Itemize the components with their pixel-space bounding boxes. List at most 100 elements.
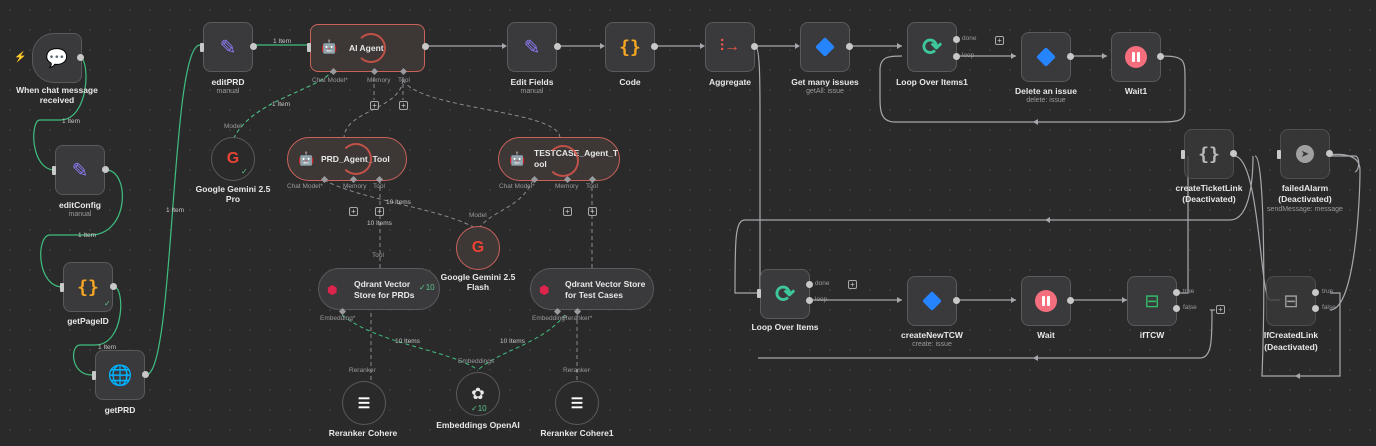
input-port[interactable] xyxy=(1181,150,1185,159)
output-port[interactable] xyxy=(422,43,429,50)
get-prd-label: getPRD xyxy=(104,405,136,415)
ai-agent-node[interactable]: 🤖 AI Agent xyxy=(310,24,425,72)
aggregate-node[interactable]: ⫶→ xyxy=(705,22,755,72)
output-port[interactable] xyxy=(651,43,658,50)
edit-config-sub: manual xyxy=(68,211,92,218)
output-port[interactable] xyxy=(554,43,561,50)
chat-trigger-node[interactable]: 💬 xyxy=(32,33,82,83)
jira-icon xyxy=(815,37,835,57)
success-check-icon: ✓ xyxy=(241,167,248,176)
add-tool-button[interactable]: + xyxy=(375,207,384,216)
output-port-done[interactable] xyxy=(806,281,813,288)
output-port[interactable] xyxy=(142,371,149,378)
input-port[interactable] xyxy=(757,289,761,298)
loop-over-items1-node[interactable]: ⟳ xyxy=(907,22,957,72)
create-new-tcw-node[interactable] xyxy=(907,276,957,326)
port-label-tool: Tool xyxy=(398,77,410,84)
output-port-true[interactable] xyxy=(1312,289,1319,296)
port-label-tool: Tool xyxy=(586,183,598,190)
wait1-node[interactable] xyxy=(1111,32,1161,82)
code-node[interactable]: {} xyxy=(605,22,655,72)
input-port[interactable] xyxy=(60,283,64,292)
output-port[interactable] xyxy=(250,43,257,50)
add-node-button[interactable]: + xyxy=(848,280,857,289)
output-port[interactable] xyxy=(1067,297,1074,304)
get-prd-node[interactable]: 🌐 xyxy=(95,350,145,400)
if-tcw-node[interactable]: ⊟ xyxy=(1127,276,1177,326)
braces-icon: {} xyxy=(619,36,641,58)
add-node-button[interactable]: + xyxy=(995,36,1004,45)
prd-agent-tool-node[interactable]: 🤖 PRD_Agent_Tool xyxy=(287,137,407,181)
true-label: true xyxy=(1322,288,1334,295)
gemini-pro-label-1: Google Gemini 2.5 xyxy=(195,184,271,194)
embeddings-openai-node[interactable]: ✿ xyxy=(456,372,500,416)
output-port[interactable] xyxy=(1230,150,1237,157)
input-port[interactable] xyxy=(1277,150,1281,159)
if-created-link-label-1: IfCreatedLink xyxy=(1263,330,1319,340)
add-node-button[interactable]: + xyxy=(1216,305,1225,314)
loop-arrows-icon: ⟳ xyxy=(921,33,943,61)
output-port-loop[interactable] xyxy=(806,297,813,304)
get-many-issues-node[interactable] xyxy=(800,22,850,72)
get-page-id-node[interactable]: {} xyxy=(63,262,113,312)
add-memory-button[interactable]: + xyxy=(563,207,572,216)
output-port[interactable] xyxy=(1326,150,1333,157)
output-port[interactable] xyxy=(77,54,84,61)
input-port[interactable] xyxy=(92,371,96,380)
wait-node[interactable] xyxy=(1021,276,1071,326)
gemini-pro-node[interactable]: G xyxy=(211,137,255,181)
edit-prd-sub: manual xyxy=(216,88,240,95)
done-label: done xyxy=(815,280,830,287)
openai-icon: ✿ xyxy=(471,386,485,403)
success-badge: ✓10 xyxy=(419,283,435,292)
output-port[interactable] xyxy=(102,166,109,173)
reranker-cohere-node[interactable]: ☰ xyxy=(342,381,386,425)
edit-prd-node[interactable]: ✎ xyxy=(203,22,253,72)
chat-bubbles-icon: 💬 xyxy=(45,47,69,68)
output-port-loop[interactable] xyxy=(953,53,960,60)
add-tool-button[interactable]: + xyxy=(588,207,597,216)
input-port[interactable] xyxy=(200,43,204,52)
qdrant-prds-node[interactable]: ⬢ Qdrant Vector Store for PRDs ✓10 xyxy=(318,268,440,310)
edit-fields-node[interactable]: ✎ xyxy=(507,22,557,72)
output-port-true[interactable] xyxy=(1173,289,1180,296)
pencil-icon: ✎ xyxy=(523,36,541,59)
reranker-cohere1-node[interactable]: ☰ xyxy=(555,381,599,425)
robot-icon: 🤖 xyxy=(509,151,526,166)
lightning-icon: ⚡ xyxy=(14,52,27,63)
edit-config-label: editConfig xyxy=(58,200,102,210)
edge-count: 10 Items xyxy=(386,199,411,206)
output-port[interactable] xyxy=(846,43,853,50)
if-branch-icon: ⊟ xyxy=(1144,290,1160,311)
add-tool-button[interactable]: + xyxy=(399,101,408,110)
create-ticket-link-node[interactable]: {} xyxy=(1184,129,1234,179)
failed-alarm-node[interactable]: ➤ xyxy=(1280,129,1330,179)
port-label-embedding: Embedding* xyxy=(532,315,568,322)
if-created-link-node[interactable]: ⊟ xyxy=(1266,276,1316,326)
delete-issue-label: Delete an issue xyxy=(1015,86,1077,96)
edit-config-node[interactable]: ✎ xyxy=(55,145,105,195)
input-port[interactable] xyxy=(52,166,56,175)
testcase-agent-tool-node[interactable]: 🤖 TESTCASE_Agent_T ool xyxy=(498,137,620,181)
port-label-memory: Memory xyxy=(367,77,391,84)
qdrant-prds-label-1: Qdrant Vector xyxy=(354,279,411,289)
add-memory-button[interactable]: + xyxy=(349,207,358,216)
add-memory-button[interactable]: + xyxy=(370,101,379,110)
qdrant-tests-node[interactable]: ⬢ Qdrant Vector Store for Test Cases xyxy=(530,268,654,310)
qdrant-icon: ⬢ xyxy=(327,283,338,297)
delete-issue-node[interactable] xyxy=(1021,32,1071,82)
output-port[interactable] xyxy=(1067,53,1074,60)
output-port[interactable] xyxy=(110,283,117,290)
gemini-flash-node[interactable]: G xyxy=(456,226,500,270)
output-port[interactable] xyxy=(953,297,960,304)
edge-count: 10 Items xyxy=(367,220,392,227)
output-port-done[interactable] xyxy=(953,36,960,43)
output-port-false[interactable] xyxy=(1312,305,1319,312)
input-port[interactable] xyxy=(307,43,311,52)
output-port-false[interactable] xyxy=(1173,305,1180,312)
output-port[interactable] xyxy=(1157,53,1164,60)
port-label-tool: Tool xyxy=(373,183,385,190)
edge-count: 1 Item xyxy=(166,207,185,214)
output-port[interactable] xyxy=(751,43,758,50)
loop-over-items-node[interactable]: ⟳ xyxy=(760,269,810,319)
